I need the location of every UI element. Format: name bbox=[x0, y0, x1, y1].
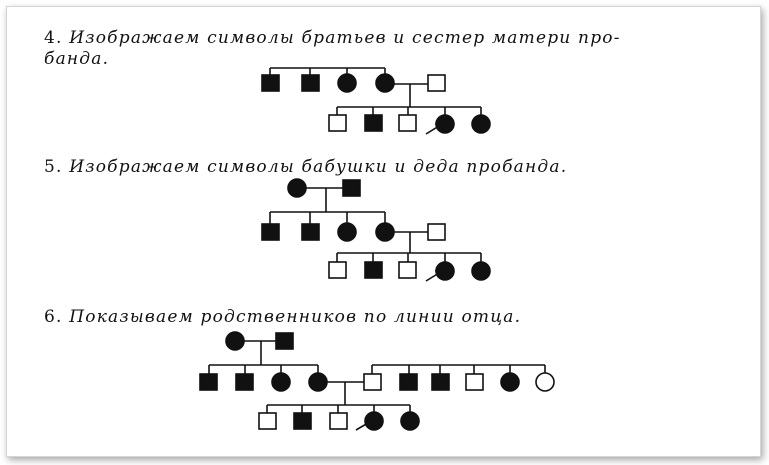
step-6-caption: 6. Показываем родственников по линии отц… bbox=[44, 307, 744, 328]
square-filled-icon bbox=[342, 179, 361, 197]
square-empty-icon bbox=[427, 74, 446, 92]
square-empty-icon bbox=[398, 114, 417, 132]
proband-arrow-icon bbox=[434, 123, 443, 131]
circle-filled-icon bbox=[337, 73, 357, 93]
proband-arrow-icon bbox=[364, 420, 373, 428]
circle-empty-icon bbox=[535, 372, 555, 392]
step-number: 4. bbox=[44, 28, 63, 48]
square-empty-icon bbox=[328, 261, 347, 279]
square-empty-icon bbox=[427, 223, 446, 241]
pedigree-step-5 bbox=[269, 187, 482, 282]
square-filled-icon bbox=[261, 223, 280, 241]
square-filled-icon bbox=[399, 373, 418, 391]
square-filled-icon bbox=[301, 223, 320, 241]
square-filled-icon bbox=[301, 74, 320, 92]
square-empty-icon bbox=[329, 412, 348, 430]
circle-filled-icon bbox=[337, 222, 357, 242]
pedigree-step-4 bbox=[269, 67, 482, 135]
square-filled-icon bbox=[199, 373, 218, 391]
step-4-caption: 4. Изображаем символы братьев и сестер м… bbox=[44, 28, 744, 70]
circle-filled-icon bbox=[364, 411, 384, 431]
step-text-continued: банда. bbox=[44, 49, 110, 69]
square-empty-icon bbox=[258, 412, 277, 430]
pedigree-step-6 bbox=[208, 340, 546, 431]
step-number: 5. bbox=[44, 157, 63, 177]
step-text: Изображаем символы бабушки и деда пробан… bbox=[69, 157, 568, 177]
circle-filled-icon bbox=[471, 114, 491, 134]
square-empty-icon bbox=[328, 114, 347, 132]
step-text: Показываем родственников по линии отца. bbox=[69, 307, 522, 327]
square-empty-icon bbox=[465, 373, 484, 391]
square-filled-icon bbox=[364, 114, 383, 132]
square-empty-icon bbox=[363, 373, 382, 391]
circle-filled-icon bbox=[375, 73, 395, 93]
circle-filled-icon bbox=[225, 331, 245, 351]
square-filled-icon bbox=[431, 373, 450, 391]
proband-arrow-icon bbox=[434, 270, 443, 278]
circle-filled-icon bbox=[500, 372, 520, 392]
circle-filled-icon bbox=[471, 261, 491, 281]
circle-filled-icon bbox=[287, 178, 307, 198]
step-number: 6. bbox=[44, 307, 63, 327]
circle-filled-icon bbox=[400, 411, 420, 431]
square-filled-icon bbox=[275, 332, 294, 350]
step-5-caption: 5. Изображаем символы бабушки и деда про… bbox=[44, 157, 744, 178]
square-filled-icon bbox=[293, 412, 312, 430]
circle-filled-icon bbox=[271, 372, 291, 392]
square-filled-icon bbox=[364, 261, 383, 279]
circle-filled-icon bbox=[375, 222, 395, 242]
step-text: Изображаем символы братьев и сестер мате… bbox=[69, 28, 621, 48]
square-filled-icon bbox=[261, 74, 280, 92]
square-filled-icon bbox=[235, 373, 254, 391]
square-empty-icon bbox=[398, 261, 417, 279]
circle-filled-icon bbox=[308, 372, 328, 392]
